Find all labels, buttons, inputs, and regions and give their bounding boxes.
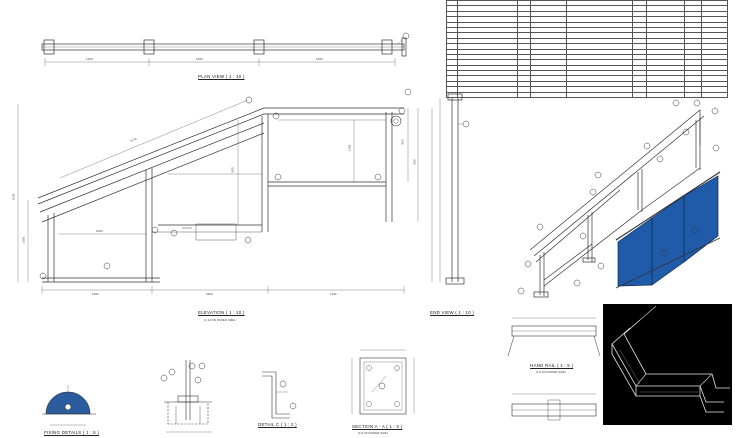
plan-dim-2: 1400 xyxy=(196,57,203,61)
elev-dim-1: 1200 xyxy=(92,292,99,296)
section-a-a-subtitle: (1:5 ON PAPER SIZE) xyxy=(358,431,388,435)
elev-vert-dim-4: 850 xyxy=(400,139,405,145)
mid-dim-2: 1350 xyxy=(347,144,352,152)
elev-dim-3: 1140 xyxy=(330,292,337,296)
plan-view xyxy=(41,32,410,66)
isometric-view xyxy=(517,99,721,298)
bom-cell xyxy=(530,91,567,99)
plan-view-title: PLAN VIEW ( 1 : 10 ) xyxy=(198,74,245,79)
bom-cell xyxy=(645,91,685,99)
bom-row xyxy=(446,21,729,28)
section-a-a-title: SECTION A - A ( 1 : 5 ) xyxy=(352,424,403,429)
hand-rail-detail xyxy=(507,317,601,421)
elev-vert-dim-2: 1000 xyxy=(21,236,26,244)
hand-rail-title: HAND RAIL ( 1 : 5 ) xyxy=(530,363,574,368)
elev-vert-dim-3: 900 xyxy=(412,159,417,165)
section-a-a xyxy=(351,349,415,415)
elevation-view xyxy=(17,88,419,294)
bom-cell xyxy=(700,91,729,99)
mid-dim-1: 1000 xyxy=(96,229,103,233)
detail-c-title: DETAIL C ( 1 : 2 ) xyxy=(258,422,297,427)
fixing-detail-anchor xyxy=(160,360,212,433)
3d-render xyxy=(611,305,730,413)
detail-c xyxy=(262,371,297,419)
fixing-details-title: FIXING DETAILS ( 1 : 5 ) xyxy=(44,430,99,435)
bom-row xyxy=(446,75,729,82)
fixing-details xyxy=(42,385,96,426)
elevation-title: ELEVATION ( 1 : 10 ) xyxy=(198,310,245,315)
elev-dim-2: 1560 xyxy=(206,292,213,296)
bom-cell xyxy=(565,91,633,99)
end-view xyxy=(431,93,470,285)
elevation-subtitle: (1:10 ON PAPER SIZE) xyxy=(204,318,236,322)
end-view-title: END VIEW ( 1 : 10 ) xyxy=(430,310,475,315)
hand-rail-subtitle: (1:5 ON PAPER SIZE) xyxy=(536,370,566,374)
render-background xyxy=(603,304,732,425)
plan-dim-3: 1400 xyxy=(316,57,323,61)
elev-vert-dim-1: 1030 xyxy=(11,193,16,201)
bom-cell xyxy=(456,91,518,99)
plan-dim-1: 1400 xyxy=(86,57,93,61)
bom-row xyxy=(446,91,729,99)
mid-dim-3: 500 xyxy=(230,167,235,173)
bill-of-materials-table xyxy=(446,0,729,99)
